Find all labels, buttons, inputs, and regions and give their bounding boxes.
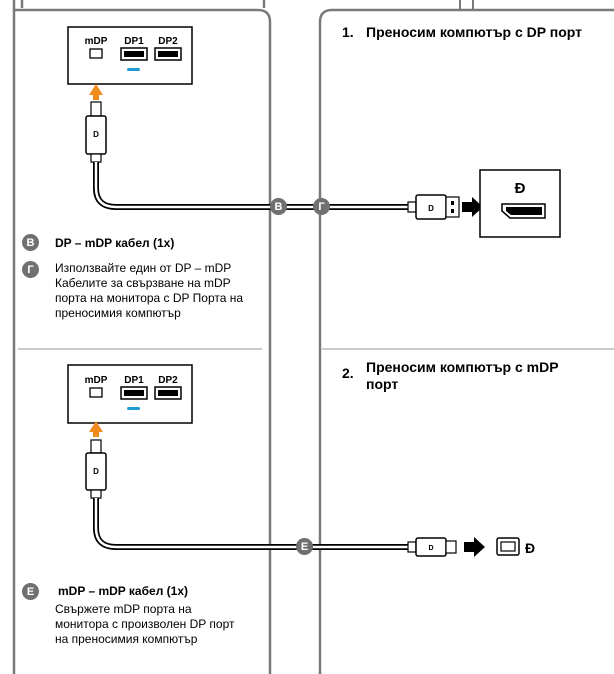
mdp-port-icon	[89, 48, 103, 59]
arrow-right-icon	[462, 197, 483, 217]
cable-g-text: Използвайте един от DP – mDP Кабелите за…	[55, 261, 244, 320]
laptop-dp-port-panel: Ð	[479, 169, 561, 238]
monitor-port-panel-bottom: mDP DP1 DP2	[67, 364, 193, 424]
svg-text:D: D	[93, 467, 99, 476]
svg-text:D: D	[93, 130, 99, 139]
port-label-mdp: mDP	[85, 375, 108, 386]
mdp-connector-bottom: D	[85, 439, 107, 499]
arrow-up-icon	[89, 84, 103, 100]
svg-text:D: D	[428, 204, 434, 213]
badge-g-on-cable: Г	[313, 198, 330, 215]
port-label-dp2: DP2	[158, 36, 178, 47]
badge-g-legend: Г	[22, 261, 39, 278]
svg-text:D: D	[428, 545, 433, 552]
port-label-dp2: DP2	[158, 375, 178, 386]
arrow-up-icon	[89, 421, 103, 437]
arrow-right-icon	[464, 537, 485, 557]
laptop-mdp-port: Ð	[496, 537, 535, 556]
badge-v-legend: В	[22, 234, 39, 251]
mdp-connector-laptop: D	[407, 537, 457, 557]
port-label-dp1: DP1	[124, 36, 144, 47]
displayport-logo-icon: Ð	[525, 540, 535, 556]
port-label-mdp: mDP	[85, 36, 108, 47]
step2-title: Преносим компютър с mDP порт	[366, 359, 559, 392]
cable-top	[93, 162, 408, 210]
cable-e-heading: mDP – mDP кабел (1x)	[58, 584, 188, 598]
badge-e-legend: Е	[22, 583, 39, 600]
step2-number: 2.	[342, 365, 354, 381]
monitor-port-panel-top: mDP DP1 DP2	[67, 26, 193, 85]
right-panel-frame	[318, 8, 614, 674]
displayport-logo-icon: Ð	[515, 180, 526, 197]
cable-e-text: Свържете mDP порта на монитора с произво…	[55, 602, 235, 646]
indicator-led	[127, 68, 140, 71]
cable-bottom	[93, 498, 408, 550]
mdp-connector-top: D	[85, 101, 107, 163]
dp-connector-top: D	[407, 194, 460, 220]
port-label-dp1: DP1	[124, 375, 144, 386]
indicator-led	[127, 407, 140, 410]
step1-title: Преносим компютър с DP порт	[366, 24, 582, 40]
left-panel-frame	[12, 0, 272, 674]
cable-v-heading: DP – mDP кабел (1x)	[55, 236, 175, 250]
badge-v-on-cable: В	[270, 198, 287, 215]
badge-e-on-cable: Е	[296, 538, 313, 555]
mdp-port-icon	[89, 387, 103, 398]
step1-number: 1.	[342, 24, 354, 40]
